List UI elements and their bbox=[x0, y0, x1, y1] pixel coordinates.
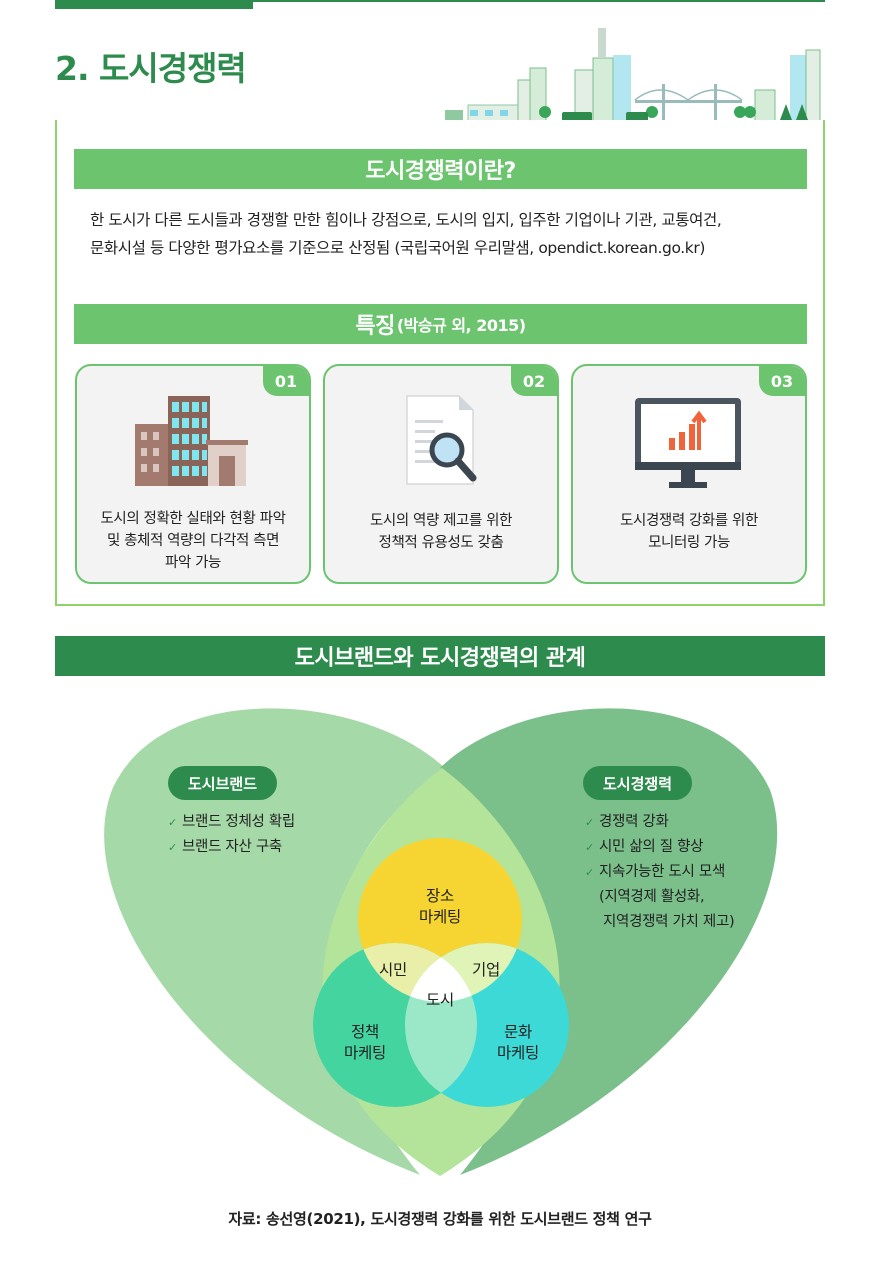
feature-card-03: 03 도시경쟁력 강화를 위한 모니터링 가능 bbox=[571, 364, 807, 584]
feature-card-02: 02 도시의 역량 제고를 위한 정책적 유용성도 갖춤 bbox=[323, 364, 559, 584]
top-rule bbox=[55, 0, 825, 2]
list-item: 브랜드 정체성 확립 bbox=[168, 810, 295, 835]
city-overlap bbox=[405, 943, 477, 1002]
definition-heading: 도시경쟁력이란? bbox=[74, 149, 807, 189]
citizen-label: 시민 bbox=[379, 961, 407, 979]
place-marketing-label: 장소 마케팅 bbox=[419, 887, 461, 926]
competitiveness-bullets: 경쟁력 강화 시민 삶의 질 향상 지속가능한 도시 모색 (지역경제 활성화,… bbox=[585, 810, 735, 935]
card-text: 도시의 정확한 실태와 현황 파악 및 총체적 역량의 다각적 측면 파악 가능 bbox=[100, 511, 286, 571]
list-subitem: 지역경쟁력 가치 제고) bbox=[603, 914, 735, 930]
card-text: 도시의 역량 제고를 위한 정책적 유용성도 갖춤 bbox=[369, 513, 513, 551]
feature-card-01: 01 도시의 정확한 실태와 현황 파악 및 총체적 역량의 다각적 측면 파악… bbox=[75, 364, 311, 584]
card-number: 03 bbox=[759, 366, 805, 396]
city-label: 도시 bbox=[426, 991, 454, 1009]
section-title: 2. 도시경쟁력 bbox=[55, 49, 247, 88]
monitor-chart-icon bbox=[635, 398, 741, 488]
company-label: 기업 bbox=[472, 961, 500, 979]
card-text: 도시경쟁력 강화를 위한 모니터링 가능 bbox=[620, 513, 758, 551]
culture-marketing-label: 문화 마케팅 bbox=[497, 1023, 539, 1062]
brand-bullets: 브랜드 정체성 확립 브랜드 자산 구축 bbox=[168, 810, 295, 860]
definition-text: 한 도시가 다른 도시들과 경쟁할 만한 힘이나 강점으로, 도시의 입지, 입… bbox=[90, 211, 722, 257]
brand-pill: 도시브랜드 bbox=[168, 766, 278, 800]
policy-marketing-label: 정책 마케팅 bbox=[344, 1023, 386, 1062]
card-number: 01 bbox=[263, 366, 309, 396]
document-search-icon bbox=[406, 395, 477, 485]
list-item: 지속가능한 도시 모색 bbox=[585, 860, 734, 885]
list-item: 경쟁력 강화 bbox=[585, 810, 734, 835]
list-subitem: (지역경제 활성화, bbox=[599, 889, 705, 905]
source-citation: 자료: 송선영(2021), 도시경쟁력 강화를 위한 도시브랜드 정책 연구 bbox=[228, 1210, 652, 1228]
venn-diagram bbox=[104, 708, 778, 1176]
list-item: 브랜드 자산 구축 bbox=[168, 835, 295, 860]
relationship-heading: 도시브랜드와 도시경쟁력의 관계 bbox=[55, 636, 825, 676]
top-rule-accent bbox=[55, 0, 253, 9]
building-icon bbox=[135, 396, 248, 486]
card-number: 02 bbox=[511, 366, 557, 396]
list-item: 시민 삶의 질 향상 bbox=[585, 835, 734, 860]
features-heading: 특징(박승규 외, 2015) bbox=[74, 304, 807, 344]
features-citation: (박승규 외, 2015) bbox=[396, 316, 526, 335]
cityscape-illustration bbox=[430, 28, 825, 135]
competitiveness-pill: 도시경쟁력 bbox=[583, 766, 693, 800]
